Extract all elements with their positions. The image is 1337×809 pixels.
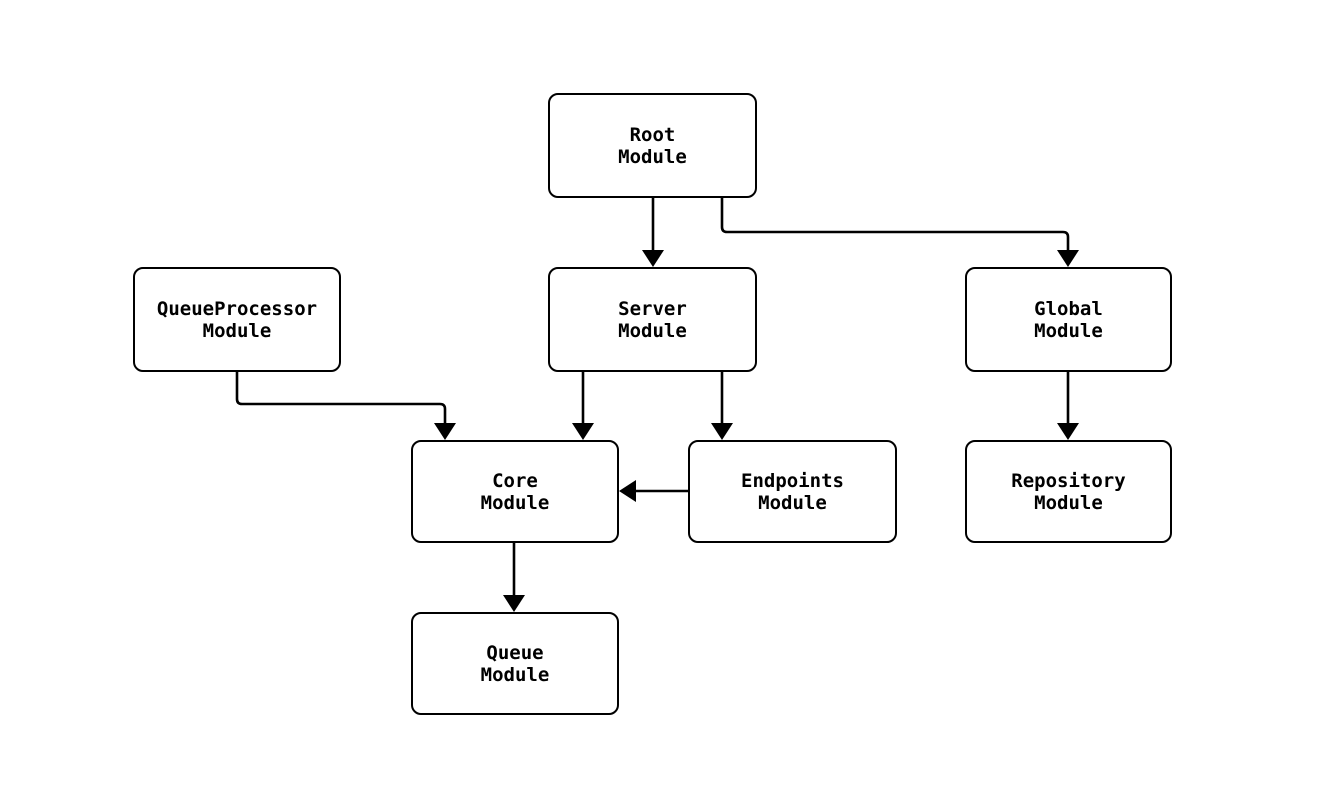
node-root-module: Root Module (548, 93, 757, 198)
node-server-module-label: Server Module (618, 297, 687, 342)
edge-server-to-endpoints (711, 372, 733, 440)
node-root-module-label: Root Module (618, 123, 687, 168)
edge-root-to-server-arrowhead-icon (642, 250, 664, 267)
node-repository-module-label: Repository Module (1011, 469, 1126, 514)
node-queueprocessor-module: QueueProcessor Module (133, 267, 341, 372)
node-core-module: Core Module (411, 440, 619, 543)
edge-root-to-global-arrowhead-icon (1057, 250, 1079, 267)
node-endpoints-module: Endpoints Module (688, 440, 897, 543)
node-queue-module: Queue Module (411, 612, 619, 715)
edge-root-to-global (720, 198, 1079, 267)
edge-global-to-repository (1057, 372, 1079, 440)
node-core-module-label: Core Module (480, 469, 550, 514)
edge-core-to-queue-arrowhead-icon (503, 595, 525, 612)
node-queue-module-label: Queue Module (480, 641, 550, 686)
edge-root-to-global-line (720, 198, 1070, 252)
node-global-module-label: Global Module (1034, 297, 1103, 342)
edge-root-to-server (642, 198, 664, 267)
edge-global-to-repository-arrowhead-icon (1057, 423, 1079, 440)
edge-endpoints-to-core (619, 480, 688, 502)
node-endpoints-module-label: Endpoints Module (741, 469, 844, 514)
node-global-module: Global Module (965, 267, 1172, 372)
node-queueprocessor-module-label: QueueProcessor Module (156, 297, 318, 342)
edge-endpoints-to-core-arrowhead-icon (619, 480, 636, 502)
edge-server-to-core (572, 372, 594, 440)
node-repository-module: Repository Module (965, 440, 1172, 543)
edge-queueprocessor-to-core-arrowhead-icon (434, 423, 456, 440)
edge-queueprocessor-to-core-line (235, 372, 447, 425)
edge-server-to-core-arrowhead-icon (572, 423, 594, 440)
edge-queueprocessor-to-core (235, 372, 456, 440)
node-server-module: Server Module (548, 267, 757, 372)
edge-core-to-queue (503, 543, 525, 612)
edge-server-to-endpoints-arrowhead-icon (711, 423, 733, 440)
